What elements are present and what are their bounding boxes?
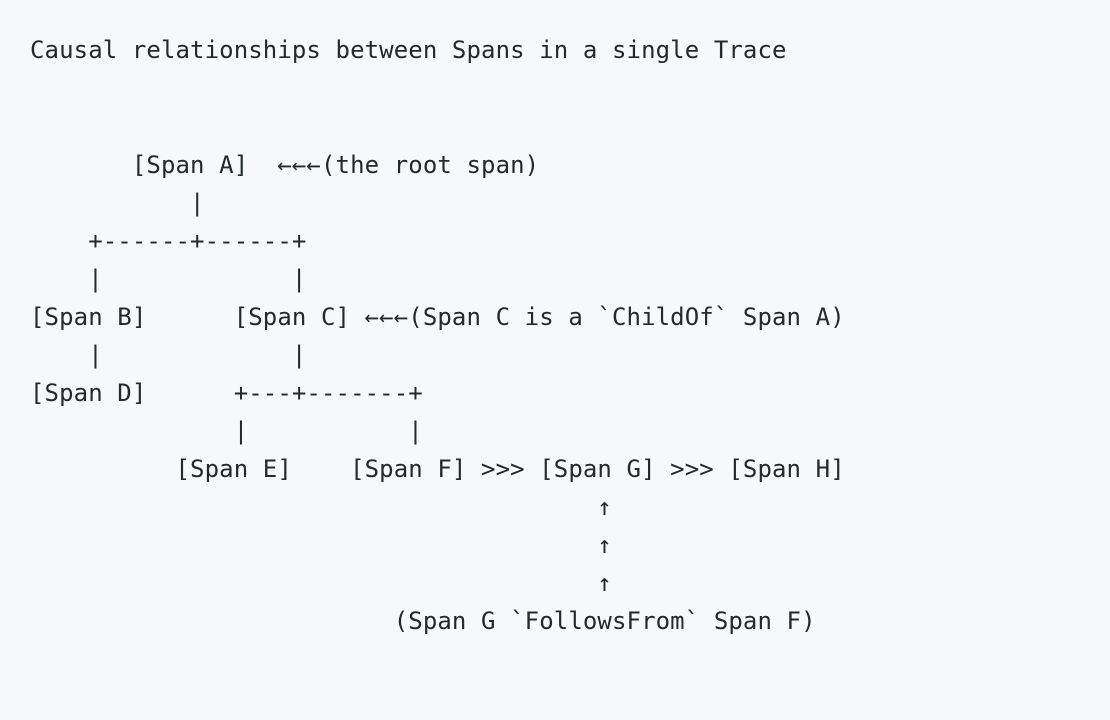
diagram-line-span-a: [Span A] ←←←(the root span) [30, 151, 540, 179]
diagram-line-connector-bc: | | [30, 265, 307, 293]
diagram-line-up-arrow-2: ↑ [30, 531, 612, 559]
diagram-title: Causal relationships between Spans in a … [30, 36, 787, 64]
span-tree-diagram: [Span A] ←←←(the root span) | +------+--… [30, 146, 845, 640]
diagram-line-span-e-f-g-h: [Span E] [Span F] >>> [Span G] >>> [Span… [30, 455, 845, 483]
diagram-line-connector-d: | | [30, 341, 307, 369]
diagram-line-span-b-c: [Span B] [Span C] ←←←(Span C is a `Child… [30, 303, 845, 331]
diagram-line-span-d-branch-c: [Span D] +---+-------+ [30, 379, 423, 407]
diagram-line-up-arrow-3: ↑ [30, 569, 612, 597]
diagram-line-connector-a: | [30, 189, 205, 217]
diagram-line-up-arrow-1: ↑ [30, 493, 612, 521]
diagram-line-branch-a: +------+------+ [30, 227, 307, 255]
diagram-line-connector-ef: | | [30, 417, 423, 445]
diagram-line-follows-from-note: (Span G `FollowsFrom` Span F) [30, 607, 816, 635]
